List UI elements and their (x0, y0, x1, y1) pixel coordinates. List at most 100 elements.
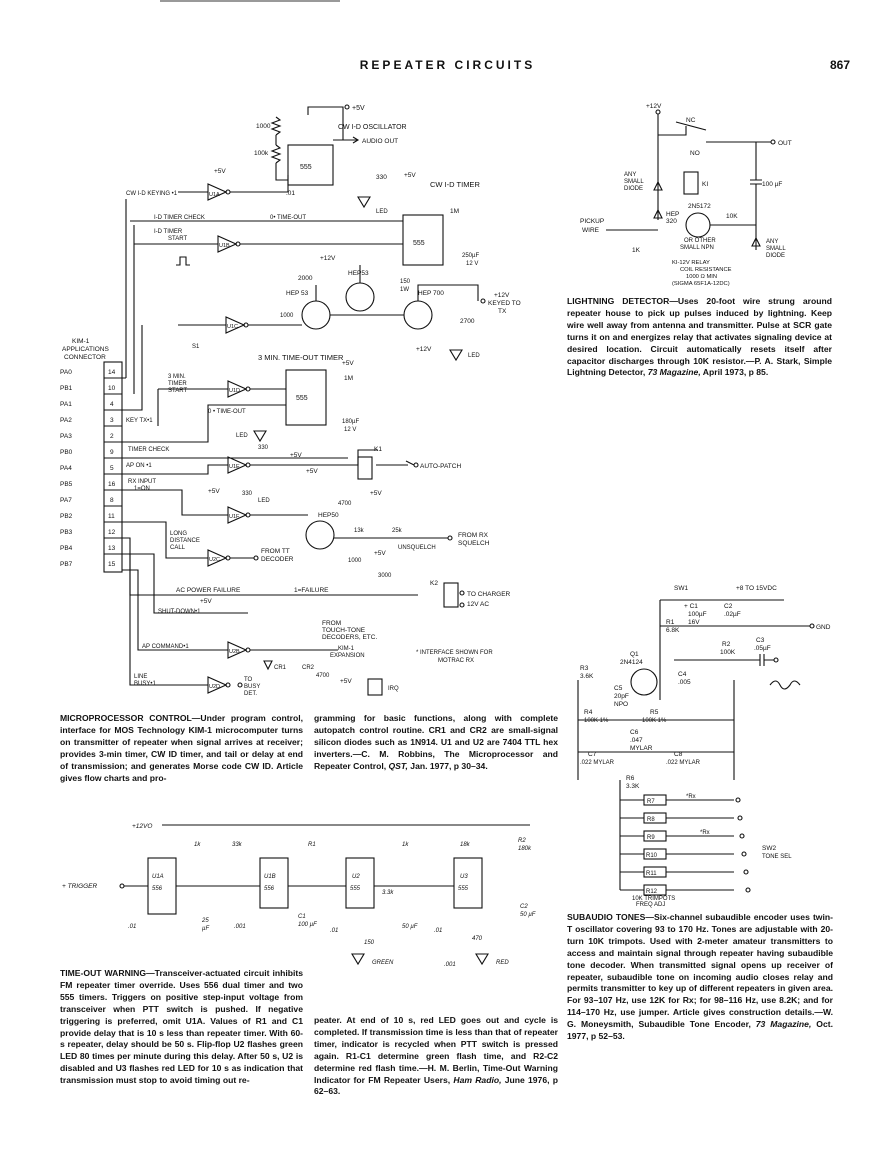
ld-diode-label: DIODE (624, 186, 643, 192)
scr-hep320 (653, 208, 663, 219)
relay-spec-1: KI-12V RELAY (672, 260, 710, 266)
tx-led (449, 349, 463, 362)
relay-k2 (443, 582, 459, 608)
pin-num-5: 9 (110, 449, 114, 456)
hep50-r1000-label: 1000 (348, 558, 362, 564)
subaudio-caption-tail: Oct. 1977, p 52–53. (567, 1019, 833, 1042)
u1b-label: U1B (219, 243, 230, 249)
micro-caption-head: MICROPROCESSOR CONTROL— (60, 713, 201, 723)
timer-label: TIMER (168, 381, 187, 387)
lightning-caption-body: Uses 20-foot wire strung around repeater… (567, 296, 832, 378)
pin-num-2: 4 (110, 401, 114, 408)
to-u2-label: U2 (352, 874, 360, 880)
to-u1a-label: U1A (152, 874, 164, 880)
rx-5v-label: +5V (208, 488, 220, 495)
subaudio-tones-schematic: SW1 +8 TO 15VDC + C1 100µF 16V C2 .02µF … (577, 585, 831, 902)
busy-input-label: BUSY•1 (134, 681, 156, 687)
c1-value: 100µF (688, 611, 707, 618)
to-c25-label: 25 (201, 918, 209, 924)
v8-label: +8 TO 15VDC (736, 585, 777, 592)
hep53-transistor-a (345, 282, 375, 312)
three-min-r1m-label: 1M (344, 375, 353, 382)
c6-note: MYLAR (630, 745, 653, 752)
small-npn-label: SMALL NPN (680, 245, 714, 251)
to-r2-label: R2 (518, 838, 526, 844)
freq-adj-label: FREQ ADJ (636, 902, 666, 908)
busy-label: BUSY (244, 684, 260, 690)
pin-label-7: PB5 (60, 481, 73, 488)
c4-label: C4 (678, 671, 687, 678)
u2d-inverter (207, 676, 228, 694)
id-timer-check-label: I-D TIMER CHECK (154, 215, 205, 221)
timeout-caption-tail: June 1976, p 62–63. (314, 1074, 558, 1097)
ap-command-label: AP COMMAND•1 (142, 644, 189, 650)
keyed-to-label: KEYED TO (488, 300, 521, 307)
relay-ki (683, 171, 699, 195)
micro-caption-source: QST, (388, 760, 408, 771)
q1-label: Q1 (630, 651, 639, 658)
ki-label: KI (702, 181, 708, 188)
c5-value: 20pF (614, 693, 629, 700)
u1a-label: U1A (209, 192, 220, 198)
c7-value: .022 MYLAR (580, 760, 615, 766)
r13k-label: 13k (354, 528, 365, 534)
sw1-label: SW1 (674, 585, 688, 592)
r1m-label: 1M (450, 208, 459, 215)
scan-edge-mark (160, 0, 340, 2)
u1a-5v-label: +5V (214, 168, 226, 175)
key-tx-label: KEY TX•1 (126, 418, 153, 424)
u1e-inverter (227, 456, 248, 474)
to-c1-label: C1 (298, 914, 306, 920)
call-label: CALL (170, 545, 186, 551)
sw2-label: SW2 (762, 845, 776, 852)
timeout-caption-body-1: Transceiver-actuated circuit inhibits FM… (60, 968, 303, 1086)
to-c50-label: 50 µF (402, 924, 418, 930)
three-min-r330-label: 330 (258, 445, 269, 451)
r330-label: 330 (376, 174, 387, 181)
s1-label: S1 (192, 344, 200, 350)
sa-r6-label: R6 (626, 775, 635, 782)
connector-pin-rows (104, 377, 122, 555)
ld-diode-b (751, 236, 761, 247)
keyed-tx-label: TX (498, 308, 507, 315)
k1-label: K1 (374, 446, 382, 453)
r1000-resistor (270, 116, 282, 136)
pin-label-5: PB0 (60, 449, 73, 456)
sa-r6-value: 3.3K (626, 783, 640, 790)
three-min-title: 3 MIN. TIME-OUT TIMER (258, 353, 344, 362)
to-c1-value: 100 µF (298, 922, 317, 928)
wire-label: WIRE (582, 227, 600, 234)
pickup-label: PICKUP (580, 218, 604, 225)
hep50-transistor (305, 520, 335, 550)
pin-num-3: 3 (110, 417, 114, 424)
decoders-label: DECODERS, ETC. (322, 634, 377, 641)
r12-trimpot (643, 884, 667, 896)
from-touchtone-label: FROM (322, 620, 341, 627)
unsquelch-label: UNSQUELCH (398, 545, 436, 551)
r12-label: R12 (646, 889, 658, 895)
to-c01b-label: .01 (330, 928, 338, 934)
hep53a-label: HEP53 (348, 270, 369, 277)
sine-wave-symbol (769, 680, 801, 690)
to-555b-label: 555 (458, 886, 469, 892)
to-c001b-label: .001 (444, 962, 456, 968)
k1-5v-label-b: +5V (370, 490, 382, 497)
c3-value: .05µF (754, 645, 771, 652)
osc-5v-label: +5V (352, 105, 365, 112)
timer-start-label: START (168, 388, 187, 394)
n5172-label: 2N5172 (688, 203, 711, 210)
interface-note: * INTERFACE SHOWN FOR (416, 650, 493, 656)
micro-caption-col2: gramming for basic functions, along with… (314, 713, 558, 773)
u2b-label: U2B (229, 649, 240, 655)
cr1-diode (263, 660, 273, 671)
kim1-connector-block (103, 361, 123, 573)
sa-r5-label: R5 (650, 709, 659, 716)
to-r1k-label: 1k (194, 842, 201, 848)
ld-diode-b-label: DIODE (766, 253, 785, 259)
r2700-label: 2700 (460, 318, 475, 325)
connector-label: CONNECTOR (64, 354, 106, 361)
pin-num-12: 15 (108, 561, 116, 568)
pulse-symbol (176, 256, 190, 266)
pin-num-10: 12 (108, 529, 116, 536)
line-label: LINE (134, 674, 147, 680)
